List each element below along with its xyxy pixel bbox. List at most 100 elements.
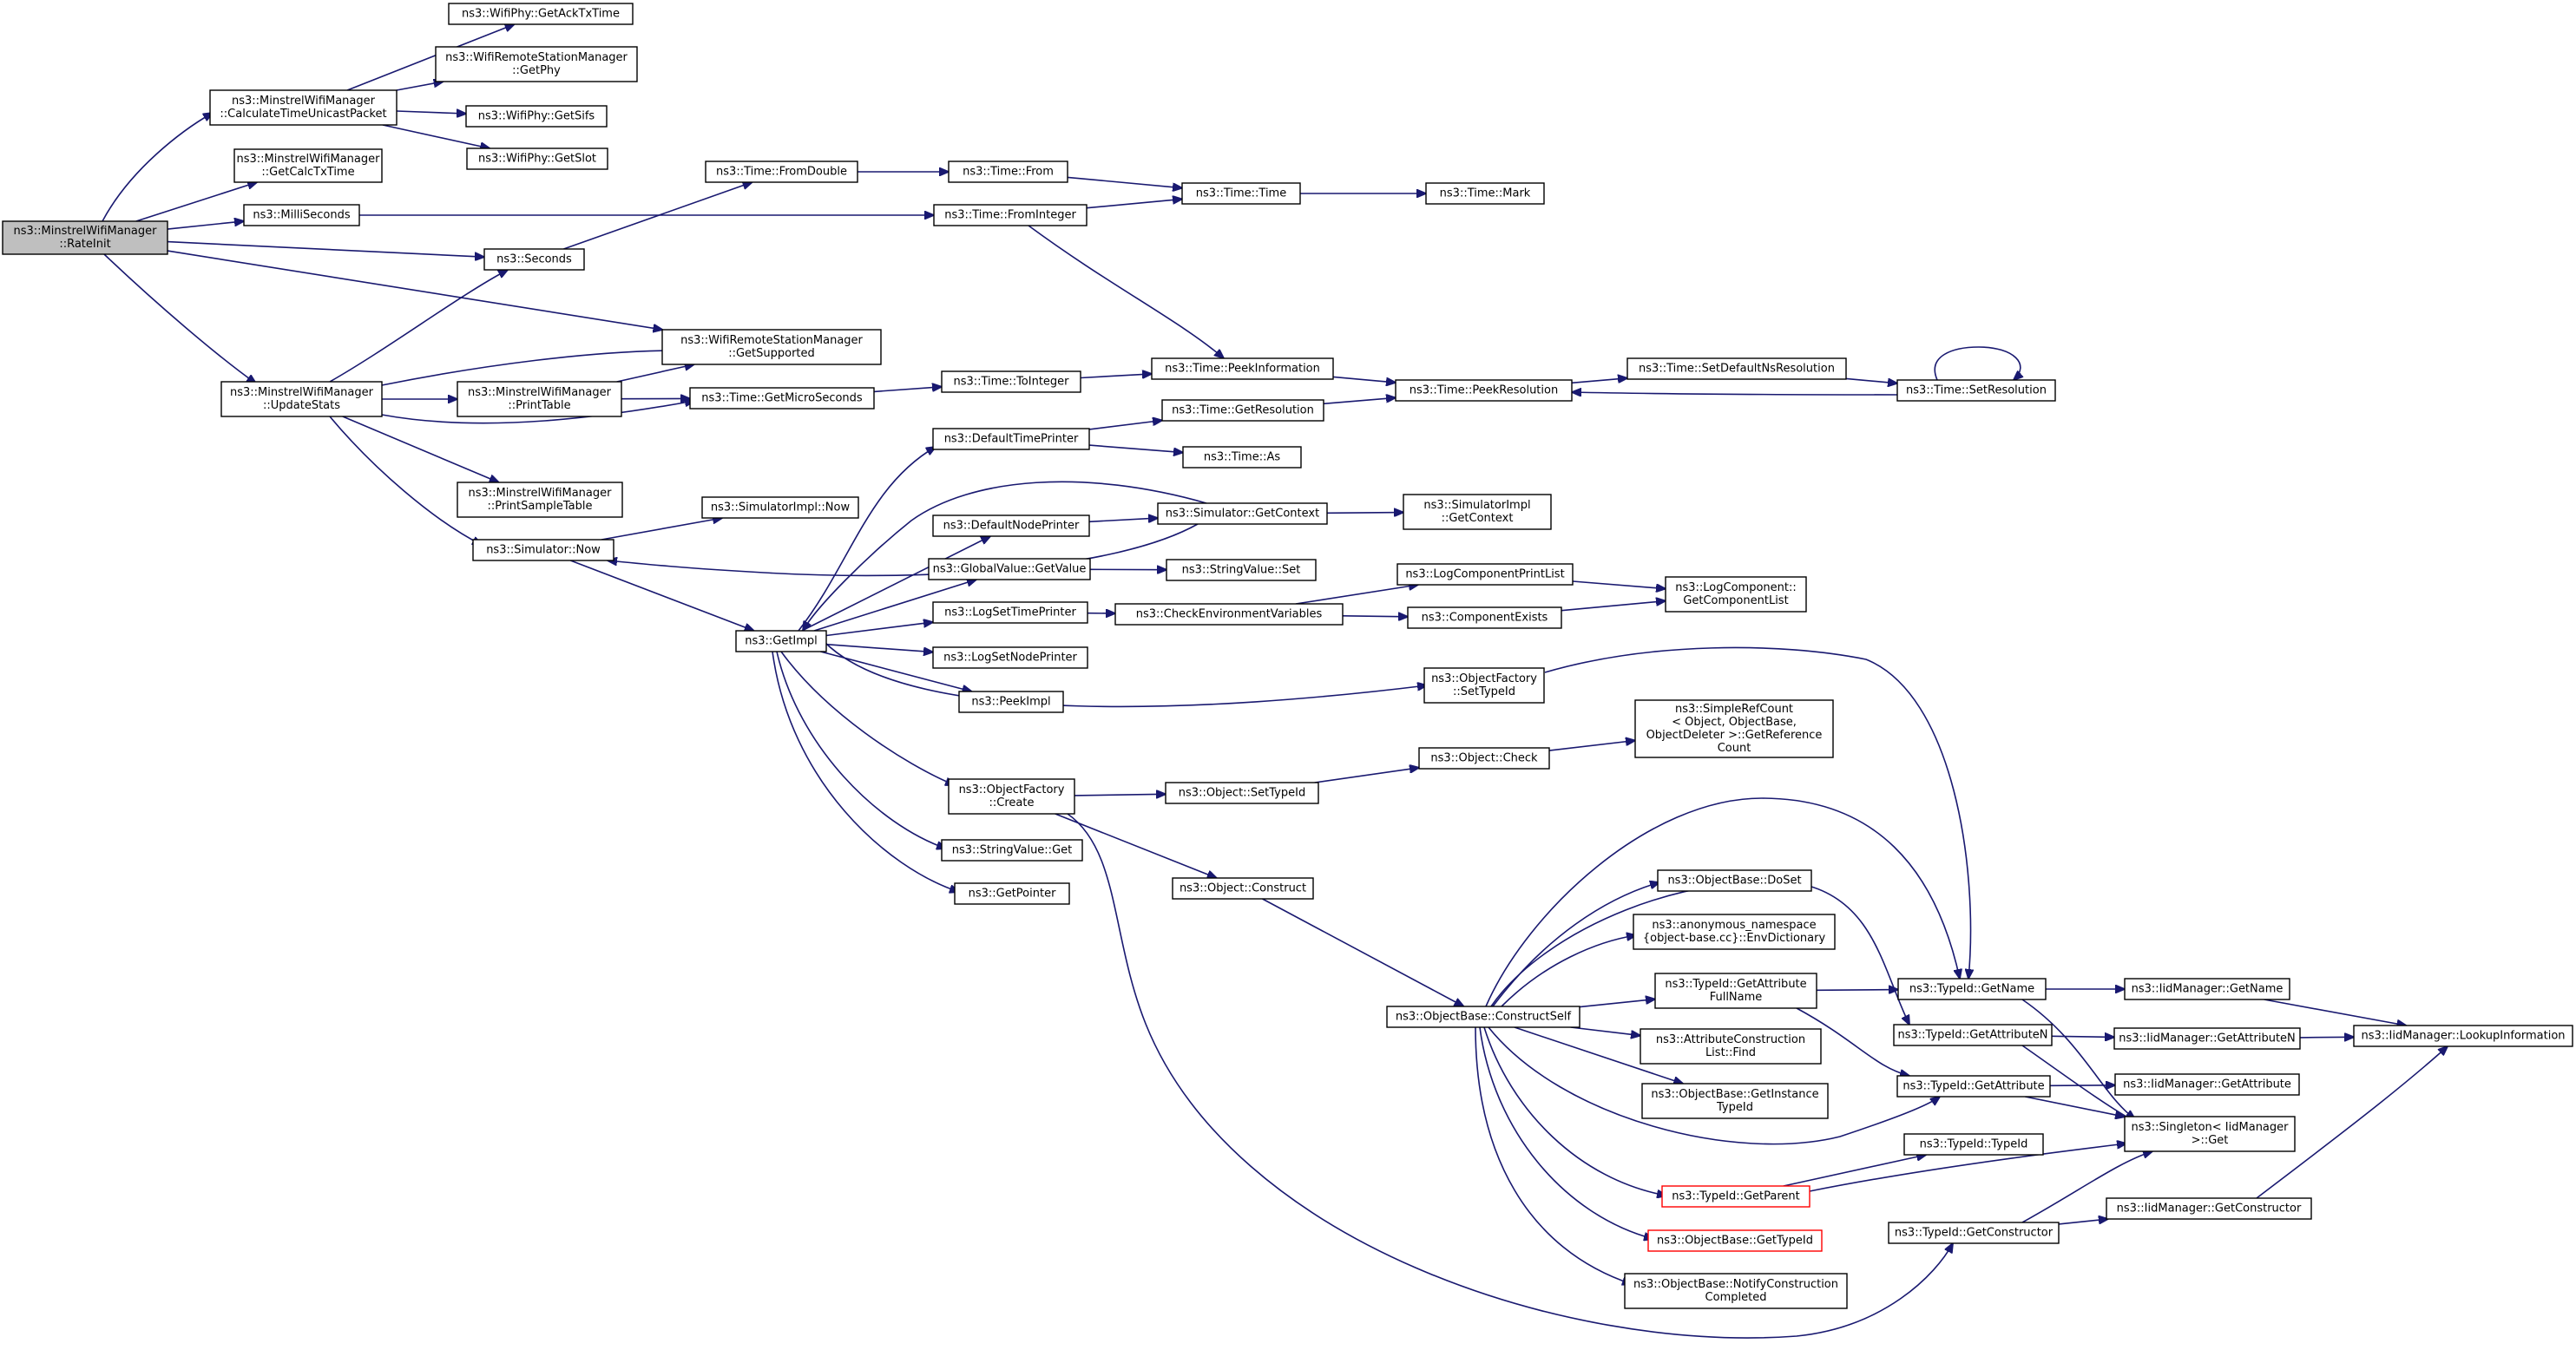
node-checkenv[interactable]: ns3::CheckEnvironmentVariables bbox=[1114, 603, 1344, 626]
node-fromdouble[interactable]: ns3::Time::FromDouble bbox=[705, 161, 858, 183]
node-refcount[interactable]: ns3::SimpleRefCount< Object, ObjectBase,… bbox=[1634, 699, 1834, 758]
node-deftime[interactable]: ns3::DefaultTimePrinter bbox=[932, 428, 1090, 450]
node-gvget[interactable]: ns3::GlobalValue::GetValue bbox=[928, 558, 1091, 580]
node-sifs[interactable]: ns3::WifiPhy::GetSifs bbox=[465, 105, 608, 128]
node-constructself[interactable]: ns3::ObjectBase::ConstructSelf bbox=[1386, 1006, 1580, 1028]
node-getsupported[interactable]: ns3::WifiRemoteStationManager::GetSuppor… bbox=[661, 329, 882, 365]
edge-peekinfo-to-peekres bbox=[1332, 376, 1396, 383]
node-fromint[interactable]: ns3::Time::FromInteger bbox=[933, 204, 1088, 226]
node-box bbox=[1888, 1222, 2060, 1244]
edge-printtable-to-getsupported bbox=[616, 364, 694, 383]
node-objcheck[interactable]: ns3::Object::Check bbox=[1418, 747, 1550, 770]
node-timemark[interactable]: ns3::Time::Mark bbox=[1425, 182, 1545, 205]
node-peekimpl[interactable]: ns3::PeekImpl bbox=[958, 691, 1064, 713]
node-box bbox=[1897, 978, 2047, 1000]
node-box bbox=[209, 89, 398, 126]
node-svset[interactable]: ns3::StringValue::Set bbox=[1166, 559, 1317, 581]
node-tidtid[interactable]: ns3::TypeId::TypeId bbox=[1903, 1133, 2044, 1156]
node-seconds[interactable]: ns3::Seconds bbox=[483, 248, 585, 271]
node-ackTx[interactable]: ns3::WifiPhy::GetAckTxTime bbox=[448, 3, 634, 25]
edge-iidgetattrn-to-lookup bbox=[2299, 1037, 2354, 1038]
node-tidgetattrn[interactable]: ns3::TypeId::GetAttributeN bbox=[1893, 1024, 2053, 1046]
node-updatestats[interactable]: ns3::MinstrelWifiManager::UpdateStats bbox=[220, 381, 383, 417]
edge-rateinit-to-updatestats bbox=[103, 253, 256, 383]
node-lookup[interactable]: ns3::IidManager::LookupInformation bbox=[2353, 1025, 2573, 1047]
node-timefrom[interactable]: ns3::Time::From bbox=[948, 161, 1068, 183]
node-printsample[interactable]: ns3::MinstrelWifiManager::PrintSampleTab… bbox=[457, 482, 623, 518]
node-label: ns3::TypeId::GetAttribute bbox=[1902, 1080, 2044, 1093]
node-iidgetctor[interactable]: ns3::IidManager::GetConstructor bbox=[2106, 1197, 2312, 1220]
node-label: ns3::SimulatorImpl bbox=[1423, 499, 1530, 512]
node-ofsettypeid[interactable]: ns3::ObjectFactory::SetTypeId bbox=[1423, 667, 1545, 704]
node-peekres[interactable]: ns3::Time::PeekResolution bbox=[1395, 379, 1573, 402]
edge-constructself-to-getparent bbox=[1483, 1026, 1666, 1196]
node-getres[interactable]: ns3::Time::GetResolution bbox=[1161, 399, 1324, 422]
edge-tidgetctor-to-iidgetctor bbox=[2058, 1219, 2108, 1225]
node-label: GetComponentList bbox=[1683, 594, 1788, 607]
node-setdefns[interactable]: ns3::Time::SetDefaultNsResolution bbox=[1626, 357, 1847, 380]
node-logtime[interactable]: ns3::LogSetTimePrinter bbox=[932, 601, 1088, 624]
node-calctime[interactable]: ns3::MinstrelWifiManager::CalculateTimeU… bbox=[209, 89, 398, 126]
node-milli[interactable]: ns3::MilliSeconds bbox=[243, 204, 360, 226]
node-label: ns3::Time::From bbox=[963, 166, 1054, 179]
node-tidgetctor[interactable]: ns3::TypeId::GetConstructor bbox=[1888, 1222, 2060, 1244]
node-tidgetname[interactable]: ns3::TypeId::GetName bbox=[1897, 978, 2047, 1000]
node-timeas[interactable]: ns3::Time::As bbox=[1182, 446, 1302, 469]
node-construct[interactable]: ns3::Object::Construct bbox=[1172, 877, 1314, 900]
edge-rateinit-to-calctime bbox=[102, 113, 213, 222]
node-label: ::GetSupported bbox=[728, 347, 815, 360]
node-getparent[interactable]: ns3::TypeId::GetParent bbox=[1661, 1185, 1810, 1208]
node-implnow[interactable]: ns3::SimulatorImpl::Now bbox=[701, 496, 859, 519]
node-label: ns3::ObjectFactory bbox=[959, 783, 1065, 796]
node-box bbox=[1425, 182, 1545, 205]
node-simnow[interactable]: ns3::Simulator::Now bbox=[472, 539, 614, 561]
node-label: < Object, ObjectBase, bbox=[1672, 716, 1797, 729]
node-svget[interactable]: ns3::StringValue::Get bbox=[941, 839, 1083, 862]
node-getcalctx[interactable]: ns3::MinstrelWifiManager::GetCalcTxTime bbox=[233, 148, 383, 183]
node-lcprint[interactable]: ns3::LogComponentPrintList bbox=[1396, 563, 1574, 586]
node-timetime[interactable]: ns3::Time::Time bbox=[1181, 182, 1301, 205]
node-getcontext[interactable]: ns3::Simulator::GetContext bbox=[1157, 502, 1328, 525]
edge-constructself-to-acfind bbox=[1570, 1026, 1640, 1036]
node-obgettid[interactable]: ns3::ObjectBase::GetTypeId bbox=[1647, 1229, 1823, 1252]
node-setres[interactable]: ns3::Time::SetResolution bbox=[1896, 379, 2056, 402]
node-rateinit[interactable]: ns3::MinstrelWifiManager::RateInit bbox=[2, 220, 168, 255]
node-getimpl[interactable]: ns3::GetImpl bbox=[735, 630, 827, 652]
node-tointeger[interactable]: ns3::Time::ToInteger bbox=[941, 370, 1081, 393]
node-tidgetattr[interactable]: ns3::TypeId::GetAttribute bbox=[1896, 1075, 2051, 1098]
node-getmicro[interactable]: ns3::Time::GetMicroSeconds bbox=[689, 387, 875, 410]
edge-simnow-to-implnow bbox=[601, 518, 722, 541]
node-label: ns3::IidManager::GetConstructor bbox=[2117, 1203, 2302, 1216]
node-iidgetattrn[interactable]: ns3::IidManager::GetAttributeN bbox=[2113, 1027, 2301, 1050]
node-envdict[interactable]: ns3::anonymous_namespace{object-base.cc}… bbox=[1633, 914, 1836, 950]
node-printtable[interactable]: ns3::MinstrelWifiManager::PrintTable bbox=[457, 381, 622, 417]
node-singleton[interactable]: ns3::Singleton< IidManager>::Get bbox=[2124, 1116, 2296, 1152]
edge-checkenv-to-lcprint bbox=[1295, 585, 1418, 605]
node-defnode[interactable]: ns3::DefaultNodePrinter bbox=[932, 514, 1090, 537]
node-iidgetname[interactable]: ns3::IidManager::GetName bbox=[2124, 978, 2290, 1000]
node-implctx[interactable]: ns3::SimulatorImpl::GetContext bbox=[1403, 494, 1552, 530]
node-lclist[interactable]: ns3::LogComponent::GetComponentList bbox=[1665, 576, 1807, 613]
node-slot[interactable]: ns3::WifiPhy::GetSlot bbox=[466, 147, 608, 170]
node-notifycc[interactable]: ns3::ObjectBase::NotifyConstructionCompl… bbox=[1624, 1273, 1848, 1309]
node-lognode[interactable]: ns3::LogSetNodePrinter bbox=[932, 646, 1088, 669]
node-settypeid[interactable]: ns3::Object::SetTypeId bbox=[1165, 782, 1319, 804]
node-box bbox=[1624, 1273, 1848, 1309]
node-peekinfo[interactable]: ns3::Time::PeekInformation bbox=[1151, 357, 1334, 380]
node-doset[interactable]: ns3::ObjectBase::DoSet bbox=[1657, 869, 1812, 892]
node-getpointer[interactable]: ns3::GetPointer bbox=[954, 882, 1070, 905]
node-ofcreate[interactable]: ns3::ObjectFactory::Create bbox=[948, 778, 1075, 815]
node-label: ns3::ComponentExists bbox=[1422, 612, 1548, 625]
node-iidgetattr[interactable]: ns3::IidManager::GetAttribute bbox=[2114, 1073, 2300, 1096]
node-compexists[interactable]: ns3::ComponentExists bbox=[1407, 606, 1562, 629]
node-box bbox=[2353, 1025, 2573, 1047]
node-label: ns3::IidManager::GetAttributeN bbox=[2119, 1032, 2296, 1045]
node-label: Count bbox=[1718, 742, 1751, 755]
edge-getimpl-to-svget bbox=[776, 651, 946, 849]
edge-rateinit-to-milli bbox=[167, 221, 244, 230]
node-getphy[interactable]: ns3::WifiRemoteStationManager::GetPhy bbox=[435, 46, 638, 82]
edge-getimpl-to-gvget bbox=[813, 580, 976, 632]
